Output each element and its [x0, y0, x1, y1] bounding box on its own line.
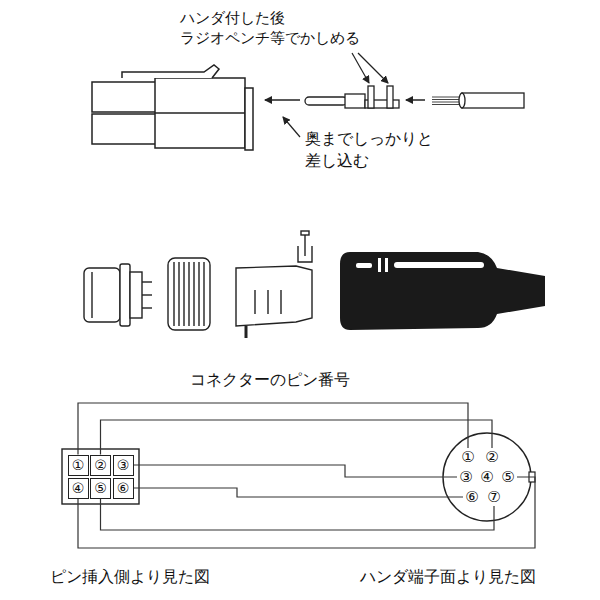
pin-barrel — [345, 94, 365, 108]
pin-box: ④ — [68, 478, 89, 499]
pin-number: ③ — [459, 470, 472, 485]
ring-rib — [203, 262, 204, 326]
pin-box: ② — [90, 455, 111, 476]
wire — [134, 465, 458, 477]
wire-strand — [432, 104, 463, 105]
wire — [78, 477, 535, 548]
leader-arrow — [352, 53, 369, 83]
pin-number: ⑦ — [487, 490, 500, 505]
plug-pin — [142, 281, 152, 282]
wire — [101, 420, 493, 455]
ring-rib — [183, 262, 184, 326]
boot-rib — [280, 290, 281, 314]
plug-body — [340, 252, 545, 330]
pin-circle: ① — [459, 448, 477, 466]
pin-circle: ③ — [457, 468, 475, 486]
housing-flange — [245, 88, 253, 150]
plug-boot — [236, 266, 312, 326]
ring-rib — [193, 262, 194, 326]
crimp-tab — [368, 86, 374, 108]
pin-box: ③ — [113, 455, 134, 476]
pin-number: ⑤ — [94, 481, 107, 495]
housing-drawing — [92, 65, 253, 150]
pin-drawing — [305, 86, 399, 108]
crimp-tab — [387, 86, 393, 108]
assembled-plug — [340, 252, 545, 330]
boot-rib — [267, 290, 268, 314]
boot-rib — [254, 290, 255, 314]
ring-rib — [173, 262, 174, 326]
connector-outline — [62, 449, 139, 504]
pin-circle: ④ — [478, 468, 496, 486]
ring-rib — [198, 262, 199, 326]
pin-circle: ⑤ — [499, 468, 517, 486]
pin-number: ② — [485, 450, 498, 465]
pin-box: ① — [68, 455, 89, 476]
section-title: コネクターのピン番号 — [190, 369, 350, 391]
pin-circle: ⑥ — [463, 488, 481, 506]
pin-number: ⑤ — [501, 470, 514, 485]
wire — [78, 403, 468, 455]
pin-number: ③ — [117, 458, 130, 472]
pin-number: ④ — [72, 481, 85, 495]
plug-highlight — [378, 258, 381, 272]
plug-pin — [142, 294, 152, 295]
plug-highlight — [385, 258, 388, 272]
plug-highlight — [356, 263, 372, 268]
pin-circle: ⑦ — [485, 488, 503, 506]
ring-rib — [178, 262, 179, 326]
din-plug-parts — [84, 231, 312, 338]
pin-circle: ② — [483, 448, 501, 466]
boot-stub — [245, 326, 248, 338]
pin-number: ④ — [480, 470, 493, 485]
plug-highlight — [394, 262, 484, 268]
plug-flange — [120, 264, 130, 326]
clamp-screw — [304, 235, 305, 256]
plug-ring — [168, 258, 210, 330]
insert-arrow — [406, 99, 425, 101]
pin-number: ① — [461, 450, 474, 465]
housing-chamber — [92, 82, 157, 112]
pin-number: ① — [72, 458, 85, 472]
housing-body — [155, 78, 245, 148]
wire-strand — [432, 97, 463, 98]
wire-end — [459, 93, 465, 108]
wire — [134, 488, 464, 497]
pin-number: ⑥ — [117, 481, 130, 495]
leader-arrow — [358, 53, 388, 83]
housing-line — [155, 112, 245, 114]
wire-strand — [432, 102, 463, 103]
plug-front — [84, 268, 120, 322]
plug-pin — [142, 307, 152, 308]
pin-number: ⑥ — [465, 490, 478, 505]
leader-arrow — [283, 117, 300, 137]
wire-insulation — [462, 93, 524, 108]
view-caption: ピン挿入側より見た図 — [50, 566, 210, 588]
plug-line — [91, 272, 92, 318]
clamp-screw — [301, 231, 309, 235]
plug-back — [130, 272, 142, 318]
housing-chamber — [92, 114, 157, 144]
ring-rib — [188, 262, 189, 326]
view-caption: ハンダ端子面より見た図 — [360, 566, 536, 588]
insert-arrow — [265, 99, 300, 101]
wire — [101, 499, 495, 531]
wire-strand — [432, 99, 463, 100]
wire-drawing — [432, 93, 524, 108]
housing-latch — [122, 65, 219, 78]
pin-tip — [305, 97, 347, 105]
note-text: 奥までしっかりと 差し込む — [305, 128, 433, 171]
pin-box: ⑥ — [113, 478, 134, 499]
pin-box: ⑤ — [90, 478, 111, 499]
pin-number: ② — [94, 458, 107, 472]
note-text: ハンダ付した後 ラジオペンチ等でかしめる — [180, 8, 360, 49]
